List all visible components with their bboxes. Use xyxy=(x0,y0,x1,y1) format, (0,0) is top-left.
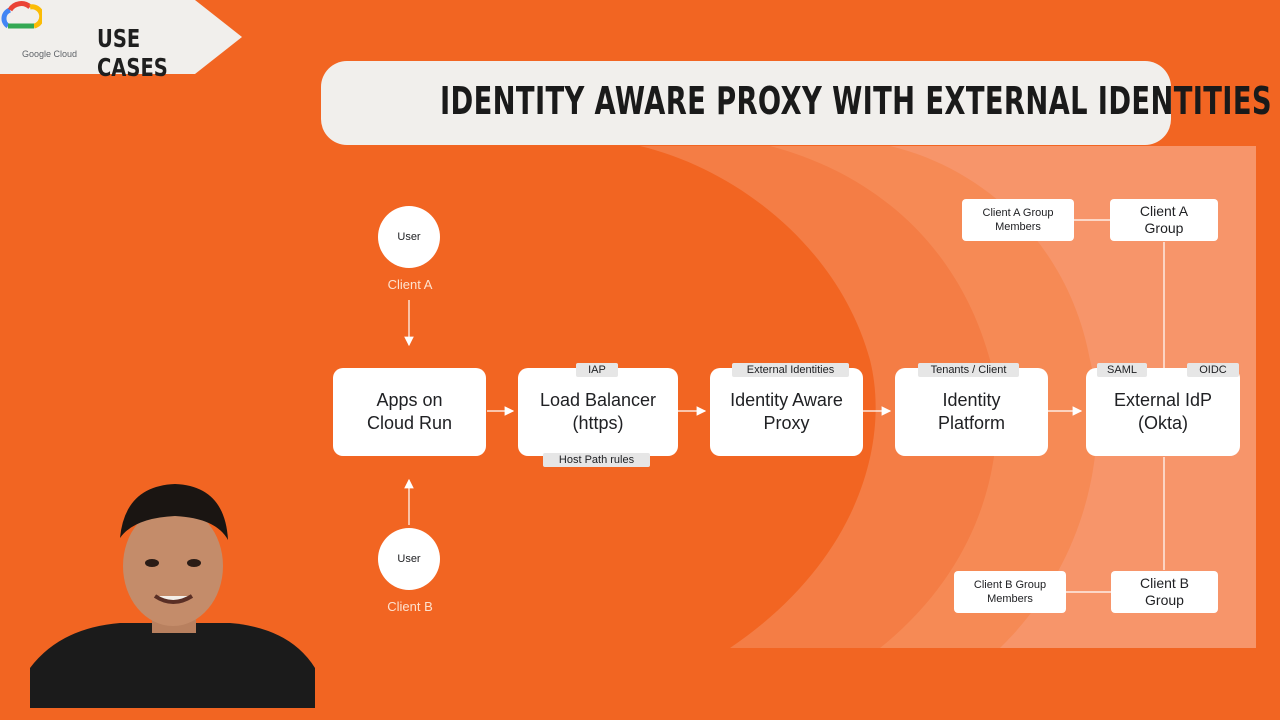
identity-aware-proxy-node: Identity Aware Proxy xyxy=(710,368,863,456)
presenter-image xyxy=(30,478,315,708)
user-label: User xyxy=(397,231,421,243)
load-balancer-node: Load Balancer (https) xyxy=(518,368,678,456)
client-a-group-node: Client A Group xyxy=(1110,199,1218,241)
client-b-group-members-node: Client B Group Members xyxy=(954,571,1066,613)
user-client-b-icon: User xyxy=(378,528,440,590)
client-b-label: Client B xyxy=(387,599,433,614)
iap-tag: IAP xyxy=(576,363,618,377)
client-a-group-members-node: Client A Group Members xyxy=(962,199,1074,241)
saml-tag: SAML xyxy=(1097,363,1147,377)
badge-shape xyxy=(0,0,242,74)
oidc-tag: OIDC xyxy=(1187,363,1239,377)
use-cases-badge: Google Cloud USE CASES xyxy=(0,0,242,82)
use-cases-label: USE CASES xyxy=(97,24,168,82)
host-path-rules-tag: Host Path rules xyxy=(543,453,650,467)
external-idp-node: External IdP (Okta) xyxy=(1086,368,1240,456)
title-banner: IDENTITY AWARE PROXY WITH EXTERNAL IDENT… xyxy=(321,61,1272,145)
google-cloud-logo-icon xyxy=(1,1,42,29)
external-identities-tag: External Identities xyxy=(732,363,849,377)
user-label: User xyxy=(397,553,421,565)
identity-platform-node: Identity Platform xyxy=(895,368,1048,456)
client-b-group-node: Client B Group xyxy=(1111,571,1218,613)
client-a-label: Client A xyxy=(387,277,433,292)
google-cloud-brand: Google Cloud xyxy=(22,49,78,59)
apps-on-cloud-run-node: Apps on Cloud Run xyxy=(333,368,486,456)
user-client-a-icon: User xyxy=(378,206,440,268)
tenants-client-tag: Tenants / Client xyxy=(918,363,1019,377)
